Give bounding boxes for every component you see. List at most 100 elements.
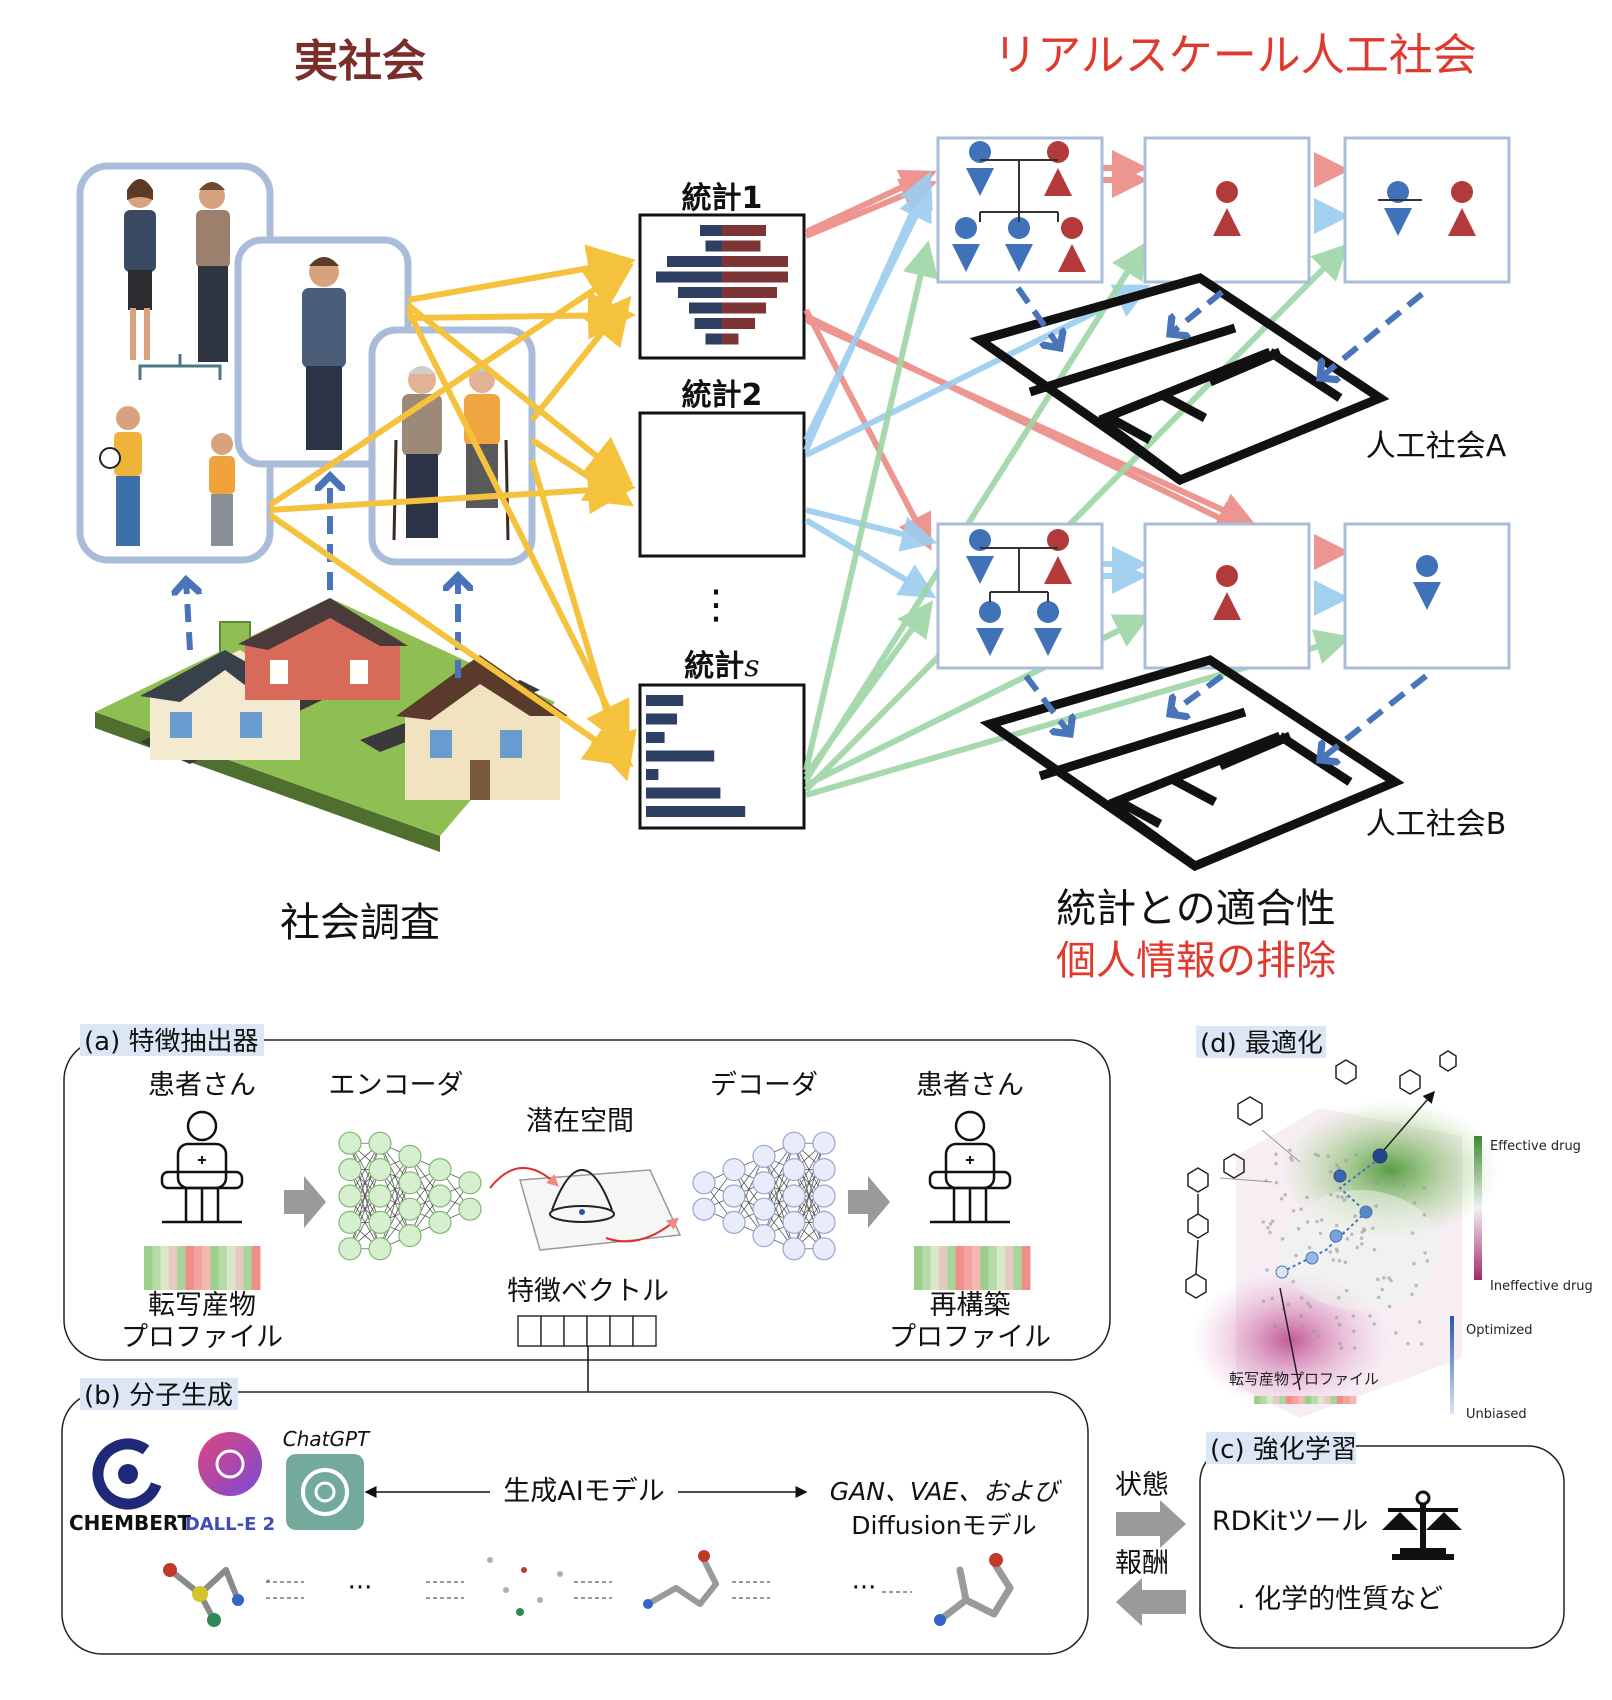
bar-right [722,240,761,252]
feature-vector-label: 特徴ベクトル [507,1276,669,1307]
bar-left [661,271,722,283]
transcript-profile-label-d: 転写産物プロファイル [1229,1370,1379,1388]
woman-figure [124,179,156,360]
optimization-colorbar [1450,1316,1454,1414]
dalle-logo: DALL-E 2 [185,1432,275,1535]
panel-c-title: (c) 強化学習 [1210,1435,1357,1465]
elderly-frame [368,326,536,566]
transcript-profile-strip [1254,1396,1357,1404]
conclusion-compatibility: 統計との適合性 [1056,886,1336,932]
red-arrows [803,150,1350,570]
drug-colorbar [1474,1136,1482,1280]
male-person-icon [1384,181,1412,236]
bar [646,732,665,743]
decoder-network [692,1131,836,1261]
male-person-icon [966,141,994,196]
bar-left [705,240,722,252]
reward-label: 報酬 [1115,1548,1169,1579]
bar-left [678,287,722,298]
male-person-icon [1005,217,1033,272]
family-tree-lines [979,159,1422,602]
bar-right [722,271,783,283]
society-a-label: 人工社会A [1366,429,1507,464]
society-a-map [969,273,1390,486]
house-red [238,598,408,700]
family-frame [76,162,274,564]
molecule-3d-4 [934,1553,1014,1626]
panel-b: (b) 分子生成 CHEMBERT DALL-E 2 ChatGPT 生成AIモ… [61,1378,1089,1655]
female-person-icon [1213,181,1241,236]
panel-a-title: (a) 特徴抽出器 [84,1027,259,1057]
recon-profile-line1: 再構築 [930,1290,1011,1321]
reward-arrow-icon [1116,1578,1186,1626]
society-b-label: 人工社会B [1366,807,1507,842]
recon-profile-line2: プロファイル [889,1322,1051,1353]
molecule-3d-1 [163,1563,244,1627]
molecule-ellipsis-1: ··· [348,1573,373,1603]
chatgpt-logo: ChatGPT [283,1427,371,1530]
panel-d-title: (d) 最適化 [1200,1029,1323,1059]
molecule-3d-2 [487,1557,563,1616]
rdkit-label: RDKitツール [1212,1506,1368,1537]
bar-right [722,318,744,329]
sample-dots [1261,1148,1430,1350]
stat-box-1: 統計1 [638,181,806,360]
encoder-network [338,1131,482,1261]
chem-properties-label: . 化学的性質など [1237,1584,1443,1615]
bar-left [711,333,722,345]
state-arrow-icon [1116,1500,1186,1548]
latent-label: 潜在空間 [526,1106,634,1137]
molecule-structures [1185,1050,1457,1299]
bar-right [722,256,750,267]
state-label: 状態 [1115,1470,1169,1501]
male-person-icon [966,529,994,584]
conclusion-privacy: 個人情報の排除 [1056,938,1336,984]
effective-label: Effective drug [1490,1139,1581,1154]
boy-figure [99,406,142,546]
bar [646,750,715,762]
path-points [1275,1148,1388,1279]
feature-vector-cells [517,1315,657,1347]
bar-right [722,225,728,236]
child-figure [209,433,235,546]
survey-dashed-arrows [186,476,458,678]
bar-left [689,302,722,314]
patient-out-icon [928,1110,1012,1224]
bar-right [722,287,766,298]
male-person-icon [1034,601,1062,656]
ineffective-label: Ineffective drug [1490,1279,1593,1294]
house-right [396,655,568,800]
svg-text:統計s: 統計s [684,649,759,684]
models-line1: GAN、VAE、および [830,1477,1062,1506]
arrow-right-icon [284,1176,326,1228]
society-b-map [979,655,1405,872]
bar-left [700,225,722,236]
stat-box-2: 統計2 [638,225,806,558]
encoder-label: エンコーダ [329,1070,464,1101]
panel-c: (c) 強化学習 RDKitツール . 化学的性質など [1199,1432,1565,1649]
stat-label-2: 統計2 [682,378,763,413]
bar [646,769,659,780]
panel-b-title: (b) 分子生成 [84,1381,233,1411]
map-dashed-arrows [1015,286,1428,760]
stat-ellipsis: ⋮ [696,582,736,628]
stat-label-s: 統計 [684,649,744,684]
bar-right [722,240,739,252]
bar [646,713,677,725]
unbiased-label: Unbiased [1466,1407,1527,1422]
chatgpt-label: ChatGPT [283,1427,371,1451]
stat-label-1: 統計1 [682,181,763,216]
bar-right [722,302,755,314]
dalle-label: DALL-E 2 [185,1514,275,1535]
survey-label: 社会調査 [280,900,440,946]
yellow-arrows [268,244,637,782]
panel-a: (a) 特徴抽出器 患者さん エンコーダ 潜在空間 デコーダ 患者さん 転写産物… [63,1024,1111,1361]
molecule-swap-arrows [265,1577,912,1599]
chembert-logo: CHEMBERT [69,1438,191,1535]
reconstructed-profile-bar [914,1246,1031,1290]
decoder-label: デコーダ [710,1070,818,1101]
blue-arrows [803,171,1350,616]
man-figure [196,182,230,362]
female-person-icon [1044,529,1072,584]
